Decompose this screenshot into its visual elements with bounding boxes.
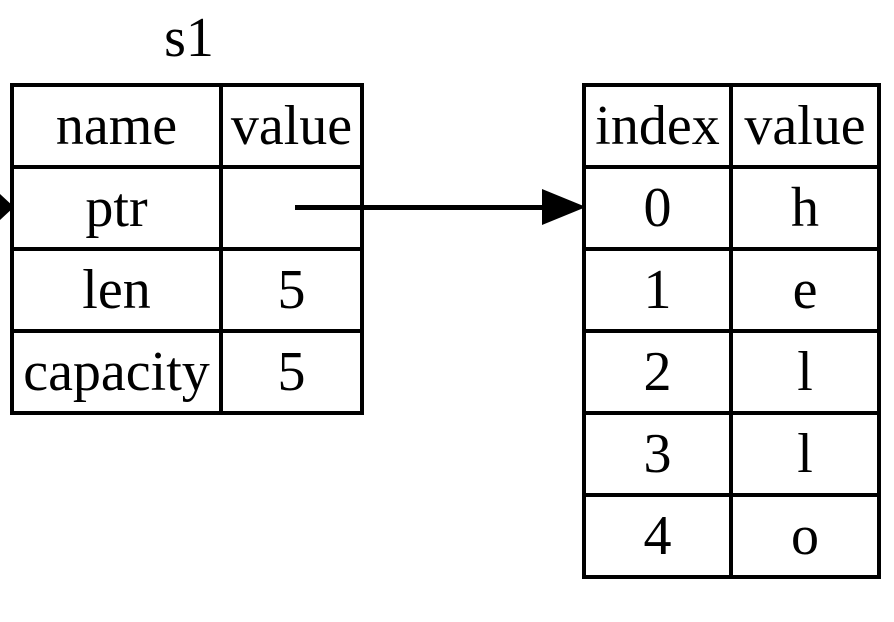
pointer-arrow-line (295, 205, 547, 210)
stack-table: name value ptr len 5 capacity 5 (10, 83, 364, 415)
heap-row-3: 3 l (582, 411, 881, 497)
heap-header-value: value (729, 83, 881, 169)
heap-cell-1-value: e (729, 247, 881, 333)
stack-cell-len-name: len (10, 247, 223, 333)
heap-cell-2-value: l (729, 329, 881, 415)
heap-cell-0-value: h (729, 165, 881, 251)
variable-label-s1: s1 (164, 7, 214, 69)
heap-cell-3-index: 3 (582, 411, 733, 497)
heap-cell-4-index: 4 (582, 493, 733, 579)
heap-row-2: 2 l (582, 329, 881, 415)
heap-cell-1-index: 1 (582, 247, 733, 333)
stack-cell-len-value: 5 (219, 247, 364, 333)
stack-header-value: value (219, 83, 364, 169)
stack-row-capacity: capacity 5 (10, 329, 364, 415)
stack-row-len: len 5 (10, 247, 364, 333)
stack-header-row: name value (10, 83, 364, 169)
heap-header-index: index (582, 83, 733, 169)
heap-cell-4-value: o (729, 493, 881, 579)
heap-row-1: 1 e (582, 247, 881, 333)
heap-row-0: 0 h (582, 165, 881, 251)
heap-cell-2-index: 2 (582, 329, 733, 415)
pointer-arrowhead-icon (542, 189, 586, 225)
heap-header-row: index value (582, 83, 881, 169)
left-edge-arrowhead-icon (0, 194, 14, 220)
heap-table: index value 0 h 1 e 2 l 3 l 4 o (582, 83, 881, 579)
stack-header-name: name (10, 83, 223, 169)
stack-cell-ptr-name: ptr (10, 165, 223, 251)
heap-cell-3-value: l (729, 411, 881, 497)
heap-cell-0-index: 0 (582, 165, 733, 251)
heap-row-4: 4 o (582, 493, 881, 579)
stack-cell-capacity-value: 5 (219, 329, 364, 415)
stack-cell-capacity-name: capacity (10, 329, 223, 415)
